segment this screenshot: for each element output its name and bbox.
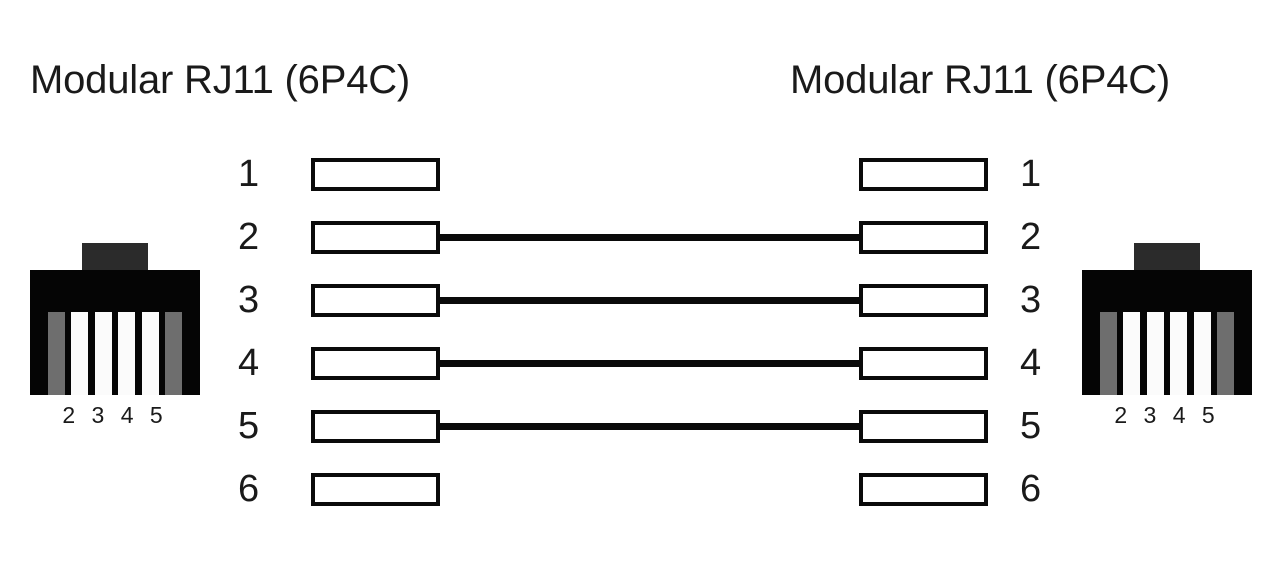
- left-connector-pin-labels: 2 3 4 5: [62, 402, 168, 428]
- left-pin-slot-4: [311, 347, 440, 410]
- left-pin-box-column: [311, 158, 440, 536]
- connector-pin-slots: [48, 312, 182, 395]
- right-pin-box-6: [859, 473, 988, 506]
- right-pin-slot-4: [859, 347, 988, 410]
- connector-latch-tab-icon: [1134, 243, 1200, 271]
- connector-slot-4: [118, 312, 136, 395]
- right-pin-box-2: [859, 221, 988, 254]
- right-pin-slot-1: [859, 158, 988, 221]
- connector-slot-3: [1146, 312, 1164, 395]
- left-pin-box-3: [311, 284, 440, 317]
- left-pin-number-4: 4: [238, 342, 260, 384]
- left-pin-box-4: [311, 347, 440, 380]
- right-pin-number-4: 4: [1020, 342, 1042, 384]
- connector-slot-5: [1193, 312, 1211, 395]
- connector-slot-6: [164, 312, 182, 395]
- right-pin-number-2: 2: [1020, 216, 1042, 258]
- wire-pin-4-to-pin-4: [436, 360, 863, 367]
- right-pin-number-column: 1 2 3 4 5 6: [1020, 150, 1060, 528]
- right-connector-pin-labels: 2 3 4 5: [1114, 402, 1220, 428]
- connector-pin-slots: [1100, 312, 1234, 395]
- left-pin-number-1: 1: [238, 153, 260, 195]
- right-pin-box-4: [859, 347, 988, 380]
- left-pin-slot-1: [311, 158, 440, 221]
- connector-slot-4: [1170, 312, 1188, 395]
- right-pin-number-1: 1: [1020, 153, 1042, 195]
- left-rj11-connector-icon: 2 3 4 5: [30, 240, 202, 455]
- right-pin-slot-6: [859, 473, 988, 536]
- left-pin-box-6: [311, 473, 440, 506]
- left-pin-slot-3: [311, 284, 440, 347]
- right-pin-number-3: 3: [1020, 279, 1042, 321]
- left-pin-number-column: 1 2 3 4 5 6: [238, 150, 278, 528]
- left-pin-slot-5: [311, 410, 440, 473]
- connector-slot-2: [71, 312, 89, 395]
- right-pin-box-5: [859, 410, 988, 443]
- left-pin-number-3: 3: [238, 279, 260, 321]
- wire-pin-2-to-pin-2: [436, 234, 863, 241]
- right-pin-slot-3: [859, 284, 988, 347]
- wire-pin-5-to-pin-5: [436, 423, 863, 430]
- right-rj11-connector-icon: 2 3 4 5: [1082, 240, 1254, 455]
- left-pin-number-6: 6: [238, 468, 260, 510]
- connector-latch-tab-icon: [82, 243, 148, 271]
- left-pin-box-2: [311, 221, 440, 254]
- left-pin-number-2: 2: [238, 216, 260, 258]
- connector-slot-2: [1123, 312, 1141, 395]
- right-pin-number-6: 6: [1020, 468, 1042, 510]
- left-pin-slot-6: [311, 473, 440, 536]
- right-pin-number-5: 5: [1020, 405, 1042, 447]
- connector-slot-1: [1100, 312, 1117, 395]
- right-pin-slot-5: [859, 410, 988, 473]
- right-pin-box-3: [859, 284, 988, 317]
- connector-slot-3: [94, 312, 112, 395]
- connector-slot-5: [141, 312, 159, 395]
- right-pin-box-1: [859, 158, 988, 191]
- right-pin-box-column: [859, 158, 988, 536]
- left-pin-box-1: [311, 158, 440, 191]
- connector-slot-6: [1216, 312, 1234, 395]
- right-panel-title: Modular RJ11 (6P4C): [790, 58, 1171, 102]
- left-panel-title: Modular RJ11 (6P4C): [30, 58, 411, 102]
- left-pin-slot-2: [311, 221, 440, 284]
- left-pin-box-5: [311, 410, 440, 443]
- connector-slot-1: [48, 312, 65, 395]
- wire-pin-3-to-pin-3: [436, 297, 863, 304]
- right-pin-slot-2: [859, 221, 988, 284]
- left-pin-number-5: 5: [238, 405, 260, 447]
